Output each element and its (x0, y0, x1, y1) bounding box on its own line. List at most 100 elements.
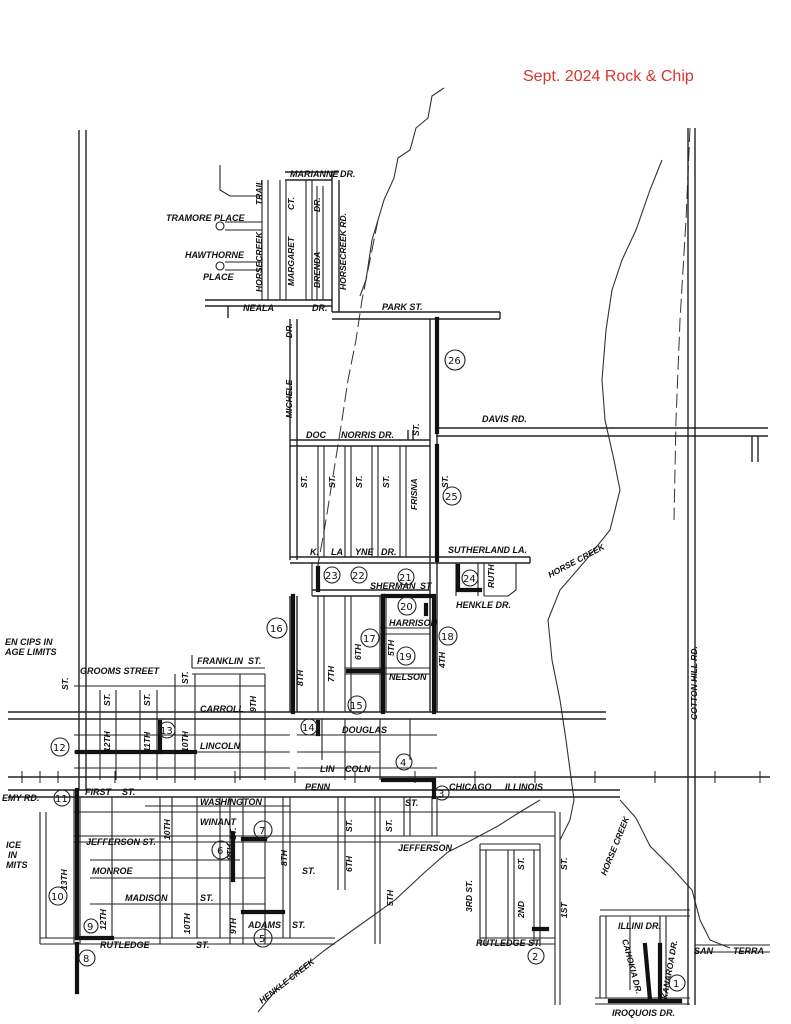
label-rutledge-r-st: ST. (528, 938, 541, 948)
label-coln: COLN (345, 764, 371, 774)
label-10th: 10TH (180, 730, 190, 752)
label-k: K. (310, 547, 319, 557)
label-3rd: 3RD ST. (464, 880, 474, 912)
label-9th-c: 9TH (228, 917, 238, 934)
label-horse-creek-right: HORSE CREEK (599, 814, 632, 876)
label-adams-st: ST. (292, 920, 305, 930)
horse-creek-line-right (547, 159, 663, 841)
label-tramore: TRAMORE PLACE (166, 213, 245, 223)
segment-20-highlight (380, 593, 433, 617)
label-st-25: ST. (440, 475, 450, 488)
label-illinois: ILLINOIS (505, 782, 543, 792)
label-grooms: GROOMS STREET (80, 666, 161, 676)
label-hawthorne: HAWTHORNE (185, 250, 245, 260)
label-5th: 5TH (386, 639, 396, 656)
label-yne: YNE (355, 547, 375, 557)
label-terra: TERRA (733, 946, 764, 956)
label-8th-b: 8TH (279, 849, 289, 866)
segment-markers: 1 2 3 4 5 6 7 8 9 10 11 12 13 14 15 16 1… (48, 349, 686, 992)
note-in: IN (8, 850, 18, 860)
label-norris: NORRIS DR. (341, 430, 394, 440)
label-12th: 12TH (102, 730, 112, 752)
label-horsecreek-trail-a: HORSECREEK (254, 231, 264, 292)
label-washington: WASHINGTON (200, 797, 262, 807)
label-cotton-hill: COTTON HILL RD. (689, 646, 699, 720)
label-penn: PENN (305, 782, 331, 792)
label-st-far: ST. (60, 677, 70, 690)
label-9th-st: ST. (228, 827, 238, 840)
tramore-place (219, 165, 262, 271)
marker-9: 9 (87, 922, 93, 933)
label-la: LA (331, 547, 343, 557)
label-jefferson: JEFFERSON (398, 843, 453, 853)
label-marianne-dr: DR. (340, 169, 356, 179)
label-st-5a: ST. (384, 819, 394, 832)
label-st-g2: ST. (142, 693, 152, 706)
label-nelson: NELSON (389, 672, 427, 682)
label-k-dr: DR. (381, 547, 397, 557)
creek-lower-left (257, 799, 541, 1013)
label-st-d: ST. (381, 475, 391, 488)
label-horsecreek-rd: HORSECREEK RD. (338, 213, 348, 290)
west-road (78, 130, 87, 790)
main-horizontal (8, 711, 606, 720)
label-sutherland: SUTHERLAND LA. (448, 545, 527, 555)
label-8th: 8TH (295, 669, 305, 686)
label-adams: ADAMS (247, 920, 281, 930)
segment-24-highlight (455, 563, 483, 593)
marker-22: 22 (352, 571, 365, 582)
subdivision-streets (261, 180, 324, 300)
label-12th-b: 12TH (98, 908, 108, 930)
label-horsecreek-trail-b: TRAIL (254, 180, 264, 205)
label-st-mad: ST. (200, 893, 213, 903)
marker-25: 25 (445, 492, 458, 503)
label-st-chi: ST. (405, 798, 418, 808)
map-title: Sept. 2024 Rock & Chip (523, 68, 694, 85)
note-ice: ICE (6, 840, 22, 850)
marker-10: 10 (51, 892, 64, 903)
label-st-top: ST. (411, 423, 421, 436)
label-7th: 7TH (326, 665, 336, 682)
marker-2: 2 (532, 952, 538, 963)
marker-8: 8 (83, 954, 89, 965)
marker-21: 21 (399, 573, 412, 584)
marker-19: 19 (399, 652, 412, 663)
label-margaret: MARGARET (286, 236, 296, 286)
marker-15: 15 (350, 701, 363, 712)
cotton-hill-road (687, 128, 696, 1005)
label-san: SAN (694, 946, 714, 956)
marker-12: 12 (53, 743, 66, 754)
label-cahokia: CAHOKIA DR. (620, 938, 644, 995)
label-rutledge-r: RUTLEDGE (476, 938, 526, 948)
dashed-line (317, 219, 379, 566)
marker-3: 3 (438, 789, 444, 800)
label-doc: DOC (306, 430, 327, 440)
label-winant: WINANT (200, 817, 237, 827)
marker-16: 16 (270, 624, 283, 635)
label-henkle-dr: HENKLE DR. (456, 600, 511, 610)
creek-lower-right (619, 799, 731, 949)
marker-4: 4 (400, 758, 406, 769)
label-carroll: CARROLL (200, 704, 244, 714)
marker-13: 13 (160, 726, 173, 737)
label-illini: ILLINI DR. (618, 921, 661, 931)
label-sherman-st: ST (420, 581, 433, 591)
label-horse-creek-top: HORSE CREEK (546, 541, 607, 580)
nelson-street (345, 667, 430, 675)
marker-23: 23 (325, 571, 338, 582)
marker-17: 17 (363, 634, 376, 645)
label-franklin: FRANKLIN (197, 656, 243, 666)
label-6th-st: ST. (344, 819, 354, 832)
label-frisna: FRISNA (409, 478, 419, 510)
label-st-b: ST. (327, 475, 337, 488)
marker-26: 26 (448, 356, 461, 367)
k-layne-drive (290, 556, 531, 564)
label-michele: MICHELE (284, 379, 294, 418)
label-6th: 6TH (353, 643, 363, 660)
label-place: PLACE (203, 272, 234, 282)
label-franklin-st: ST. (248, 656, 261, 666)
label-9th-a: 9TH (248, 695, 258, 712)
marker-1: 1 (673, 979, 679, 990)
label-lincoln: LINCOLN (200, 741, 240, 751)
